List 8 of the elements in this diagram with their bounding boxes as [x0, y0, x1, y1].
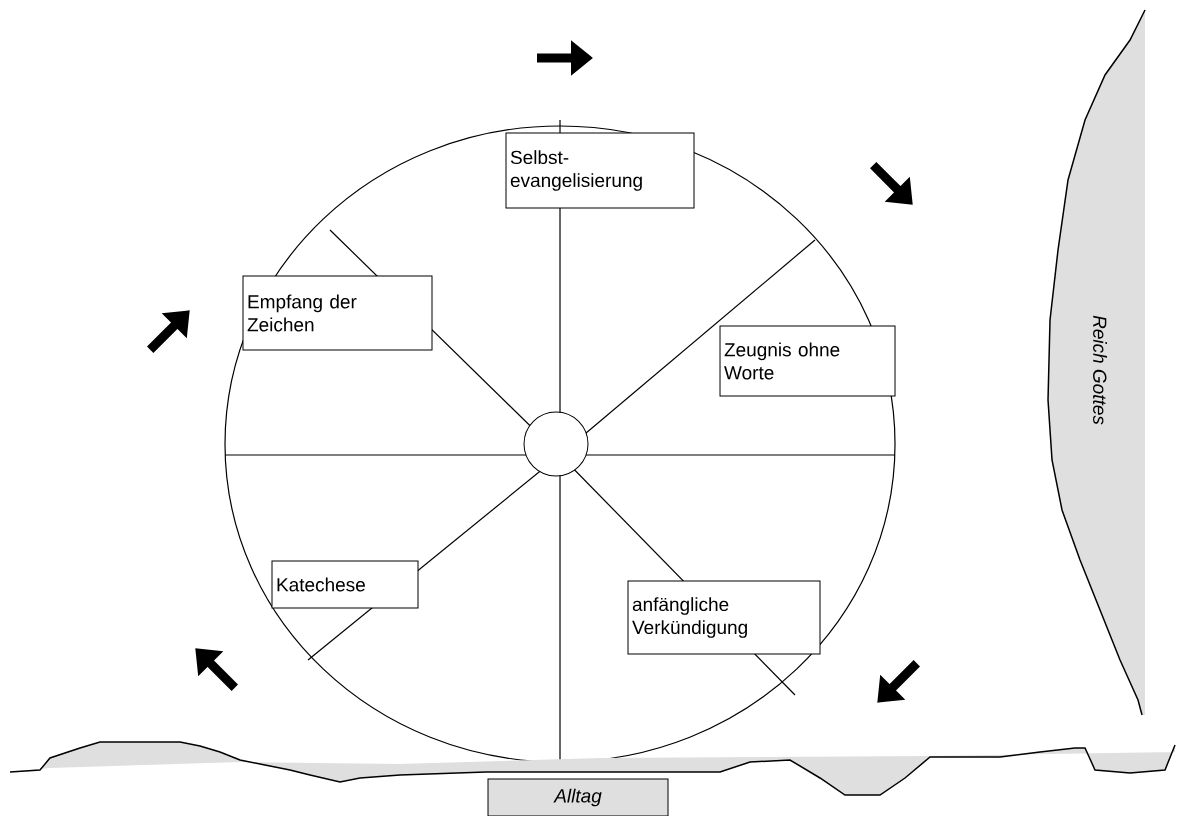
label-box: Zeugnis ohne Worte — [719, 325, 896, 397]
hub-circle — [523, 411, 589, 477]
label-box: Empfang der Zeichen — [242, 275, 433, 351]
region-area: Reich Gottes — [1047, 9, 1146, 716]
label-box: anfängliche Verkündigung — [627, 580, 821, 655]
label-box: Selbst-evangelisierung — [505, 132, 695, 209]
label-box: Katechese — [271, 560, 419, 609]
ground-label: Alltag — [487, 778, 669, 816]
